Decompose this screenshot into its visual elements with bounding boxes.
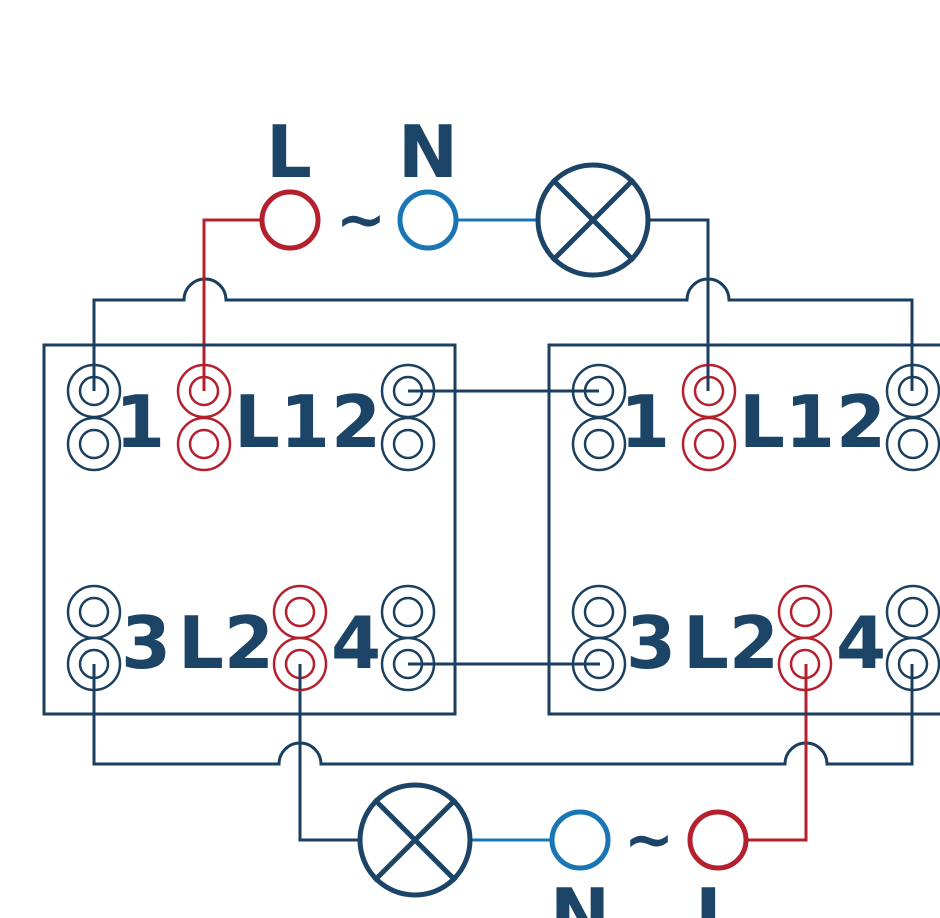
- terminal-label-3: 3: [121, 601, 171, 685]
- switch-right-box: [547, 343, 940, 716]
- wire-top-traveller: [92, 277, 914, 393]
- wire-live-bottom: [744, 662, 808, 842]
- terminal-screw-icon: [176, 416, 232, 472]
- terminal-label-2: 2: [331, 380, 381, 464]
- ac-symbol-top: ~: [336, 185, 386, 255]
- terminal-screw-icon: [66, 584, 122, 640]
- live-label-top: L: [266, 110, 312, 194]
- terminal-label-l2: L2: [683, 601, 779, 685]
- switch-left-labels: 1 L1 2 3 L2 4: [115, 380, 381, 685]
- neutral-terminal-top: [397, 189, 459, 251]
- terminal-label-l1: L1: [234, 380, 330, 464]
- terminal-screw-icon: [777, 584, 833, 640]
- wire-bottom-traveller: [92, 662, 914, 766]
- switch-right-labels: 1 L1 2 3 L2 4: [620, 380, 886, 685]
- lamp-icon: [535, 162, 651, 278]
- wire-live-top: [202, 218, 264, 393]
- switch-left-box: [42, 343, 457, 716]
- terminal-label-3: 3: [626, 601, 676, 685]
- wire-lamp-bottom: [298, 662, 362, 842]
- terminal-screw-icon: [380, 416, 436, 472]
- terminal-screw-icon: [681, 416, 737, 472]
- live-terminal-top: [259, 189, 321, 251]
- lamp-icon: [357, 782, 473, 898]
- neutral-label-bottom: N: [550, 873, 610, 918]
- terminal-screw-icon: [571, 416, 627, 472]
- terminal-label-l1: L1: [739, 380, 835, 464]
- terminal-screw-icon: [380, 584, 436, 640]
- terminal-label-1: 1: [620, 380, 670, 464]
- terminal-screw-icon: [885, 416, 940, 472]
- terminal-screw-icon: [885, 584, 940, 640]
- neutral-label-top: N: [398, 110, 458, 194]
- terminal-label-2: 2: [836, 380, 886, 464]
- terminal-screw-icon: [66, 416, 122, 472]
- wire-lamp-top: [646, 218, 710, 393]
- neutral-terminal-bottom: [549, 809, 611, 871]
- terminal-screw-icon: [272, 584, 328, 640]
- live-label-bottom: L: [695, 873, 741, 918]
- terminal-label-4: 4: [331, 601, 381, 685]
- terminal-label-l2: L2: [178, 601, 274, 685]
- terminal-screw-icon: [571, 584, 627, 640]
- live-terminal-bottom: [687, 809, 749, 871]
- ac-symbol-bottom: ~: [624, 805, 674, 875]
- terminal-label-4: 4: [836, 601, 886, 685]
- terminal-label-1: 1: [115, 380, 165, 464]
